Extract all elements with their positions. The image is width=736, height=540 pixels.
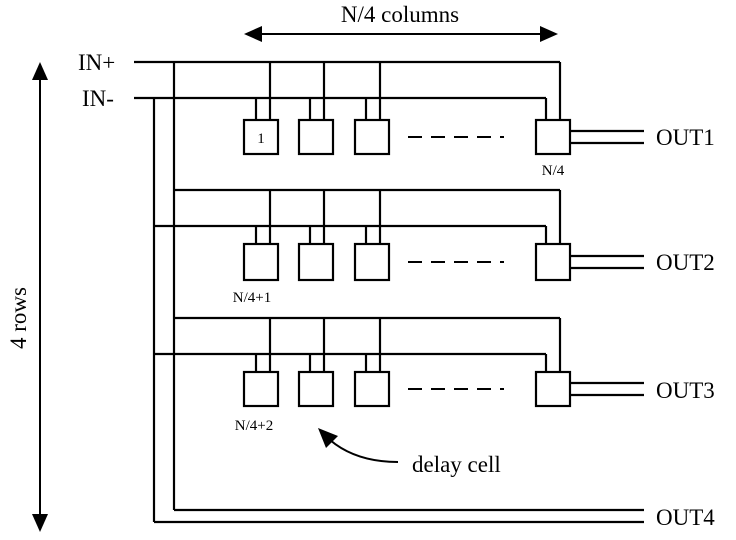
delay-cell-annotated <box>297 370 335 408</box>
delay-cell-pointer-arrow <box>318 428 399 463</box>
delay-cell-1 <box>242 118 280 156</box>
delay-cell <box>353 242 391 282</box>
delay-cell <box>353 370 391 408</box>
delay-cell <box>297 242 335 282</box>
cell-label-row2-first: N/4+1 <box>233 290 271 306</box>
delay-cell-last <box>534 118 572 156</box>
delay-cell <box>242 242 280 282</box>
delay-cell-last <box>534 370 572 408</box>
in-plus-label: IN+ <box>78 50 115 75</box>
columns-dimension-arrow <box>244 26 558 42</box>
rows-label: 4 rows <box>6 287 31 349</box>
row-1 <box>242 62 644 156</box>
out4-label: OUT4 <box>656 505 715 530</box>
columns-label: N/4 columns <box>341 2 459 27</box>
out3-label: OUT3 <box>656 378 715 403</box>
out2-label: OUT2 <box>656 250 715 275</box>
row-2 <box>154 188 644 282</box>
delay-cell <box>353 118 391 156</box>
delay-cell-last <box>534 242 572 282</box>
input-buses <box>134 60 560 522</box>
out1-label: OUT1 <box>656 125 715 150</box>
delay-cell-annotation: delay cell <box>412 452 501 477</box>
cell-label-last: N/4 <box>542 163 565 179</box>
row-3 <box>154 316 644 408</box>
cell-label-row3-first: N/4+2 <box>235 418 273 434</box>
delay-cell <box>297 118 335 156</box>
delay-cell <box>242 370 280 408</box>
in-minus-label: IN- <box>82 86 114 111</box>
rows-dimension-arrow <box>32 62 48 532</box>
row-4-outputs <box>154 508 644 524</box>
cell-label-first: 1 <box>257 131 265 147</box>
